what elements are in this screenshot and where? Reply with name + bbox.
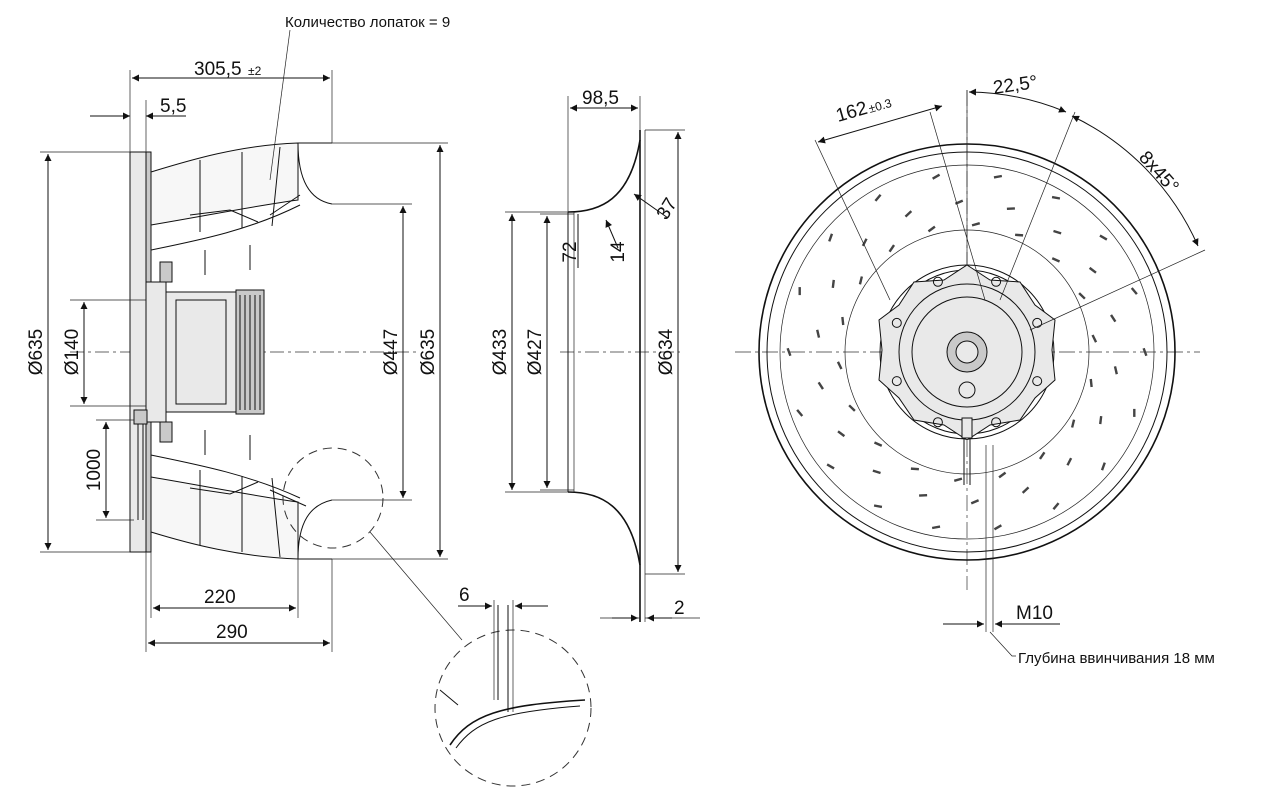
bolt-hole	[991, 276, 1002, 287]
blade-slot	[837, 430, 846, 438]
blade-slot	[1099, 234, 1108, 241]
blade-slot	[831, 279, 835, 289]
blade-slot	[927, 225, 936, 233]
blade-slot	[998, 471, 1007, 479]
bolt-hole	[1032, 376, 1043, 387]
blade-slot	[1099, 415, 1103, 425]
blade-slot	[836, 361, 843, 370]
bolt-hole	[991, 417, 1002, 428]
dim-bolt-circle-tol: ±0.3	[867, 96, 894, 116]
blade-slot	[873, 441, 883, 447]
blade-count-note: Количество лопаток = 9	[285, 14, 450, 31]
blade-slot	[919, 493, 928, 497]
blade-slot	[993, 174, 1003, 179]
blade-slot	[904, 210, 913, 218]
blade-slot	[993, 524, 1002, 531]
blade-slot	[874, 193, 882, 202]
bolt-hole	[891, 376, 902, 387]
blade-slot	[1021, 486, 1030, 494]
blade-slot	[1110, 314, 1117, 323]
dim-dia-hub: Ø140	[62, 329, 83, 375]
dim-angle: 22,5°	[992, 72, 1039, 99]
dim-depth-220: 220	[204, 587, 236, 608]
blade-slot	[826, 463, 835, 470]
detail-view	[434, 600, 592, 787]
blade-slot	[786, 347, 792, 357]
blade-slot	[872, 469, 881, 475]
dim-dia-427: Ø427	[525, 329, 546, 375]
dim-dia-outer-left: Ø635	[26, 329, 47, 375]
blade-slot	[1113, 366, 1118, 375]
blade-slot	[1100, 462, 1106, 471]
bolt-hole	[1032, 317, 1043, 328]
dim-dia-inlet: Ø447	[381, 329, 402, 375]
blade-slot	[1051, 195, 1061, 200]
bolt-hole	[891, 317, 902, 328]
blade-slot	[910, 467, 919, 471]
dim-plate-offset: 5,5	[160, 96, 186, 117]
blade-slot	[828, 233, 834, 242]
blade-slot	[1142, 347, 1148, 357]
front-view	[735, 88, 1206, 657]
blade-slots	[786, 173, 1148, 531]
blade-slot	[1130, 287, 1138, 295]
blade-slot	[953, 477, 963, 482]
blade-slot	[848, 404, 856, 412]
blade-slot	[1015, 233, 1024, 237]
screw-depth-note: Глубина ввинчивания 18 мм	[1018, 650, 1215, 667]
dim-width-total-tol: ±2	[248, 64, 262, 78]
dim-nozzle-width: 98,5	[582, 88, 619, 109]
blade-slot	[1052, 502, 1060, 511]
blade-slot	[931, 525, 941, 530]
side-view	[40, 29, 463, 652]
dim-dia-433: Ø433	[490, 329, 511, 375]
dim-2: 2	[674, 598, 685, 619]
blade-slot	[1078, 292, 1086, 300]
blade-slot	[798, 287, 801, 296]
dim-6: 6	[459, 585, 470, 606]
dim-dia-634: Ø634	[656, 328, 677, 375]
dim-depth-290: 290	[216, 622, 248, 643]
dim-dia-outer-right: Ø635	[418, 329, 439, 375]
bolt-hole	[932, 276, 943, 287]
blade-slot	[1133, 408, 1136, 417]
dim-cable-length: 1000	[84, 449, 105, 491]
blade-slot	[1006, 207, 1015, 211]
detail-circle	[282, 447, 384, 549]
blade-slot	[1070, 419, 1076, 428]
blade-slot	[1091, 334, 1098, 343]
blade-slot	[1089, 378, 1093, 388]
dim-72: 72	[560, 241, 581, 262]
blade-slot	[861, 238, 868, 247]
bolt-holes	[891, 276, 1043, 428]
blade-slot	[1038, 451, 1046, 460]
impeller-shroud-top	[150, 142, 299, 226]
blade-slot	[1053, 229, 1062, 235]
blade-slot	[817, 381, 824, 390]
dim-14: 14	[608, 241, 629, 263]
blade-slot	[796, 409, 804, 417]
blade-slot	[971, 222, 981, 227]
blade-slot	[1051, 257, 1061, 263]
blade-slot	[932, 173, 941, 180]
dim-pattern: 8x45°	[1134, 147, 1182, 197]
dim-thread: M10	[1016, 603, 1053, 624]
bolt-hole	[932, 417, 943, 428]
blade-slot	[858, 276, 864, 285]
blade-slot	[816, 329, 821, 338]
blade-slot	[1088, 266, 1097, 274]
blade-slot	[888, 244, 896, 253]
dim-width-total: 305,5	[194, 59, 242, 80]
blade-slot	[841, 316, 845, 326]
blade-slot	[1066, 457, 1073, 466]
motor-flange	[145, 281, 167, 423]
dim-bolt-circle: 162	[834, 98, 870, 127]
dim-37: 37	[653, 195, 682, 224]
blade-slot	[873, 504, 883, 509]
blade-slot	[970, 499, 980, 505]
nozzle-view	[505, 96, 700, 622]
